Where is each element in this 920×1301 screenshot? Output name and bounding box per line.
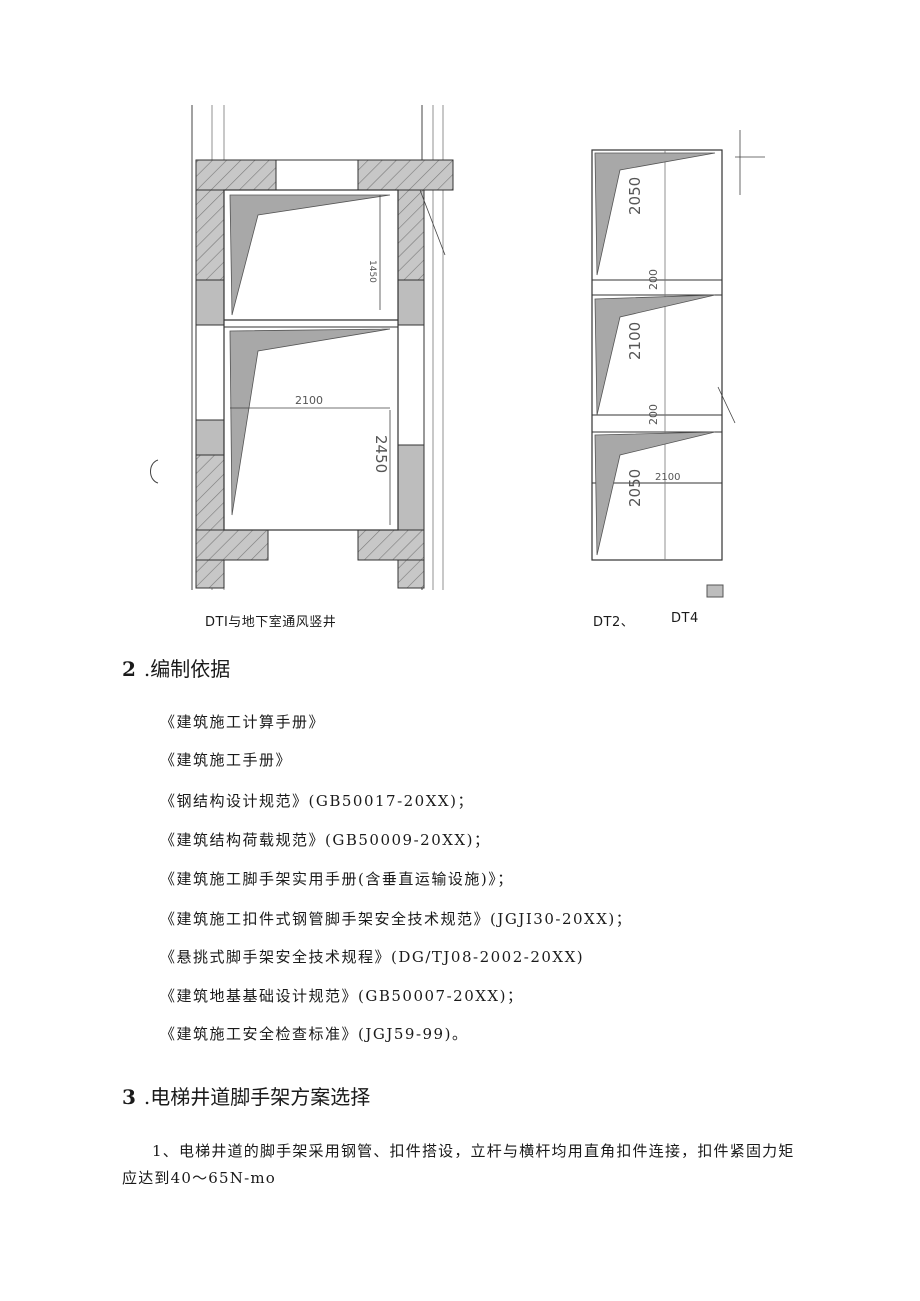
section-2-title: .编制依据 <box>143 657 231 681</box>
section-3-paragraph: 1、电梯井道的脚手架采用钢管、扣件搭设，立杆与横杆均用直角扣件连接，扣件紧固力矩… <box>122 1142 795 1187</box>
shaft-drawing-dt1: 1450 2100 2450 <box>150 105 454 590</box>
section-3-number: 3 <box>122 1085 136 1109</box>
section-2-heading: 2 .编制依据 <box>122 653 230 682</box>
svg-text:200: 200 <box>647 269 660 290</box>
reference-item: 《建筑施工安全检查标准》(JGJ59-99)。 <box>160 1025 469 1043</box>
svg-text:200: 200 <box>647 404 660 425</box>
figure-caption-right-b: DT4 <box>671 611 699 626</box>
reference-item: 《建筑施工扣件式钢管脚手架安全技术规范》(JGJI30-20XX)； <box>160 910 633 928</box>
reference-item: 《建筑施工计算手册》 <box>160 713 326 731</box>
reference-item: 《建筑结构荷载规范》(GB50009-20XX)； <box>160 831 491 849</box>
reference-item: 《钢结构设计规范》(GB50017-20XX)； <box>160 792 474 810</box>
reference-item: 《建筑施工脚手架实用手册(含垂直运输设施)》； <box>160 870 514 888</box>
section-2-number: 2 <box>122 657 136 681</box>
reference-item: 《建筑地基基础设计规范》(GB50007-20XX)； <box>160 987 524 1005</box>
svg-text:2100: 2100 <box>626 322 644 360</box>
reference-item: 《建筑施工手册》 <box>160 751 293 769</box>
section-3-heading: 3 .电梯井道脚手架方案选择 <box>122 1081 370 1110</box>
figure-caption-right-a: DT2、 <box>593 615 635 630</box>
svg-text:2100: 2100 <box>295 394 323 407</box>
reference-item: 《悬挑式脚手架安全技术规程》(DG/TJ08-2002-20XX) <box>160 948 585 966</box>
svg-text:1450: 1450 <box>367 260 377 283</box>
svg-text:2100: 2100 <box>655 472 680 483</box>
svg-text:2050: 2050 <box>626 469 644 507</box>
section-3-title: .电梯井道脚手架方案选择 <box>143 1085 371 1109</box>
shaft-drawing-dt2-dt4: 2050 200 2100 200 2100 2050 <box>591 130 765 598</box>
svg-text:2050: 2050 <box>626 177 644 215</box>
figure-caption-left: DTI与地下室通风竖井 <box>205 615 337 630</box>
svg-text:2450: 2450 <box>372 435 390 473</box>
